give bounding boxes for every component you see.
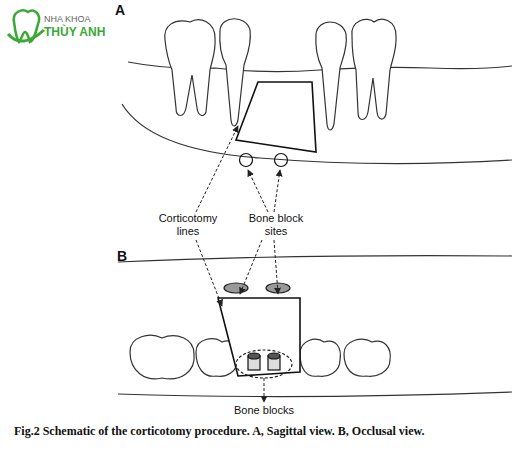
callout-label: Bone block sites [240,212,312,237]
leader-line [264,378,265,402]
callout-label: Bone blocks [214,404,314,417]
premolar [220,19,251,126]
occlusal-tooth [130,335,194,379]
leader-lines [196,126,280,402]
corticotomy-outline [218,298,300,376]
logo-text: THÙY ANH [44,26,134,40]
sagittal-view [122,19,512,167]
molar [352,19,396,119]
occlusal-tooth [300,339,340,376]
leader-line [248,170,268,212]
panel-letter: B [117,248,137,264]
logo-text: NHA KHOA [44,14,124,24]
arch-border [118,392,512,397]
leader-line [240,240,262,294]
bone-block-site [240,154,253,167]
logo-icon [8,10,44,42]
arch-border [118,256,512,262]
bone-block [248,353,280,370]
callout-label: Corticotomy lines [148,212,228,237]
panel-letter: A [115,2,135,18]
leader-line [274,170,280,212]
premolar [316,22,347,130]
leader-line [196,240,222,306]
leader-line [196,126,238,212]
figure-caption: Fig.2 Schematic of the corticotomy proce… [14,425,504,439]
occlusal-view [118,256,512,397]
occlusal-tooth [344,339,390,376]
bone-block-circle [236,350,292,378]
leader-line [274,240,278,294]
bone-block-site [275,154,288,167]
corticotomy-outline [236,82,316,152]
molar [165,20,215,116]
